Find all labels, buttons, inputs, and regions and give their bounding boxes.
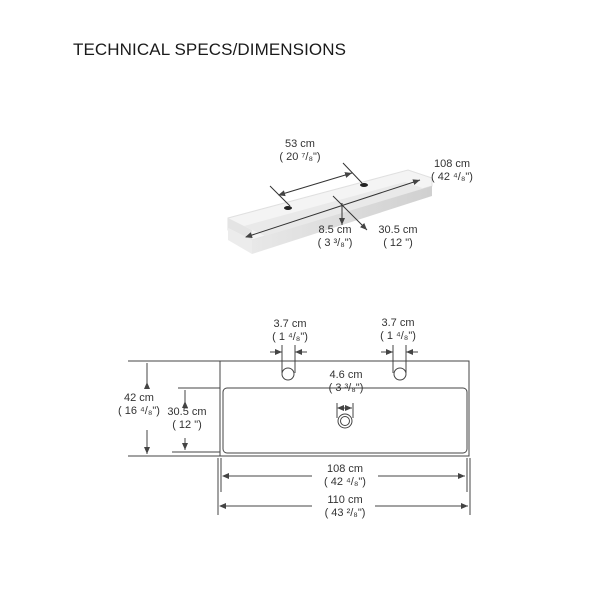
right-hole-label: 3.7 cm( 1 ⁴/₈"): [380, 317, 416, 342]
length-label: 108 cm( 42 ⁴/₈"): [431, 158, 473, 183]
sink-perspective-illustration: [227, 162, 433, 254]
total-depth-label: 42 cm( 16 ⁴/₈"): [118, 392, 160, 417]
faucet-spacing-label: 53 cm( 20 ⁷/₈"): [279, 138, 321, 163]
sink-top-view: [128, 345, 471, 515]
page-title: TECHNICAL SPECS/DIMENSIONS: [73, 40, 347, 59]
left-hole-label: 3.7 cm( 1 ⁴/₈"): [272, 318, 308, 343]
drain-label: 4.6 cm( 3 ³/₈"): [328, 369, 364, 394]
basin-depth-label: 30.5 cm( 12 "): [167, 406, 207, 431]
total-length-label: 110 cm( 43 ²/₈"): [324, 494, 366, 519]
depth-label: 8.5 cm( 3 ³/₈"): [317, 224, 353, 249]
width-label: 30.5 cm( 12 "): [378, 224, 418, 249]
basin-length-label: 108 cm( 42 ⁴/₈"): [324, 463, 366, 488]
